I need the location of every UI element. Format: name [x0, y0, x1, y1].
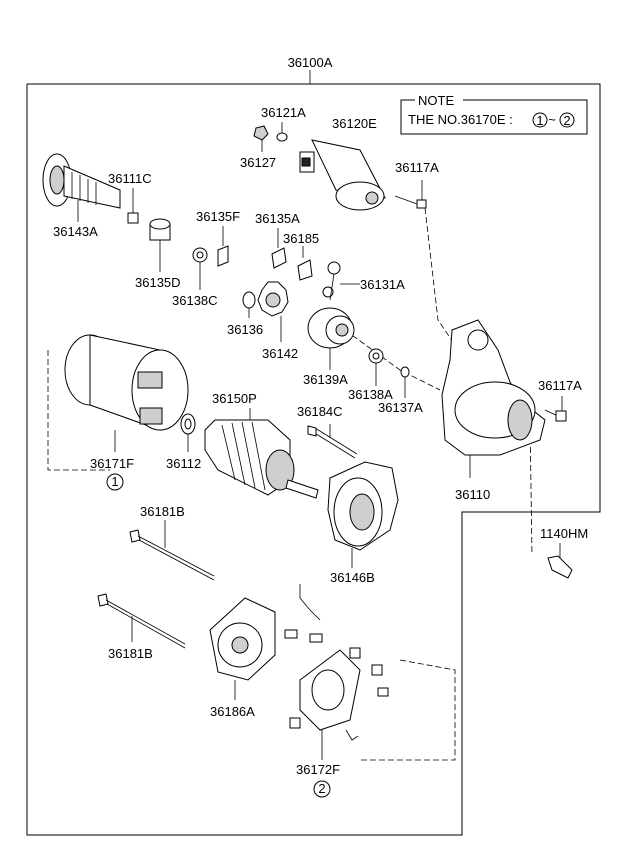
part-36137A-ring: [400, 366, 410, 398]
label-36117A-top: 36117A: [395, 160, 439, 175]
part-36135A-plate: [271, 228, 287, 269]
label-36135F: 36135F: [196, 209, 240, 224]
part-36117A-top-screw: [394, 180, 427, 209]
label-36143A: 36143A: [53, 224, 98, 239]
part-36117A-right-screw: [544, 396, 567, 422]
part-36143A-drive-shaft: [42, 153, 121, 222]
part-36110-front-housing: [441, 319, 546, 478]
label-36185: 36185: [283, 231, 319, 246]
part-36171F-yoke: [64, 334, 189, 452]
part-36127-nut: [253, 125, 269, 152]
label-1140HM: 1140HM: [540, 526, 588, 541]
part-36111C-bolt: [127, 188, 139, 224]
part-36135D-bushing: [149, 218, 171, 272]
part-36136-washer: [242, 291, 256, 318]
assembly-label: 36100A: [288, 55, 333, 70]
part-36138A-washer: [368, 348, 384, 386]
label-36136: 36136: [227, 322, 263, 337]
part-36181B-top-bolt: [129, 520, 215, 581]
part-36184C-bolt: [307, 424, 358, 459]
label-36171F: 36171F: [90, 456, 134, 471]
part-1140HM-bolt: [547, 543, 573, 579]
part-36181B-bottom-bolt: [97, 593, 186, 649]
label-36135A: 36135A: [255, 211, 300, 226]
note-circle-1-label: 1: [536, 113, 543, 128]
part-36112-washer: [180, 413, 196, 452]
part-36139A-clutch: [307, 307, 355, 370]
circle-marker-1-label: 1: [111, 474, 118, 489]
label-36138A: 36138A: [348, 387, 393, 402]
note-range-sep: ~: [548, 112, 556, 127]
assembly-frame: [26, 70, 601, 836]
label-36138C: 36138C: [172, 293, 218, 308]
circle-marker-2: [313, 780, 331, 798]
label-36146B: 36146B: [330, 570, 375, 585]
label-36181B-top: 36181B: [140, 504, 185, 519]
label-36172F: 36172F: [296, 762, 340, 777]
part-36146B-rear-cover: [327, 461, 399, 568]
label-36127: 36127: [240, 155, 276, 170]
note-text: THE NO.36170E :: [408, 112, 513, 127]
part-36142-gear: [257, 281, 289, 342]
note-box: NOTE THE NO.36170E : 1 ~ 2: [400, 93, 588, 135]
label-36186A: 36186A: [210, 704, 255, 719]
part-36185-plate: [297, 246, 313, 281]
label-36142: 36142: [262, 346, 298, 361]
part-36131A-lever: [322, 261, 360, 301]
part-36120E-solenoid: [299, 139, 386, 211]
label-36120E: 36120E: [332, 116, 377, 131]
part-36135F-plate: [217, 226, 229, 267]
label-36184C: 36184C: [297, 404, 343, 419]
label-36121A: 36121A: [261, 105, 306, 120]
label-36150P: 36150P: [212, 391, 257, 406]
note-circle-2: [559, 112, 575, 128]
note-title: NOTE: [418, 93, 454, 108]
label-36139A: 36139A: [303, 372, 348, 387]
label-36137A: 36137A: [378, 400, 423, 415]
label-36111C: 36111C: [108, 171, 152, 186]
label-36135D: 36135D: [135, 275, 181, 290]
part-36186A-plate: [209, 597, 276, 700]
circle-marker-2-label: 2: [318, 781, 325, 796]
part-36121A-washer: [276, 122, 288, 142]
label-36181B-bottom: 36181B: [108, 646, 153, 661]
label-36131A: 36131A: [360, 277, 405, 292]
part-36150P-armature: [204, 408, 319, 499]
label-36117A-right: 36117A: [538, 378, 582, 393]
circle-marker-1: [106, 473, 124, 491]
part-36172F-brush-holder: [284, 584, 389, 760]
label-36112: 36112: [166, 456, 201, 471]
part-36138C-washer: [192, 247, 208, 290]
note-circle-1: [532, 112, 548, 128]
note-circle-2-label: 2: [563, 113, 570, 128]
label-36110: 36110: [455, 487, 490, 502]
